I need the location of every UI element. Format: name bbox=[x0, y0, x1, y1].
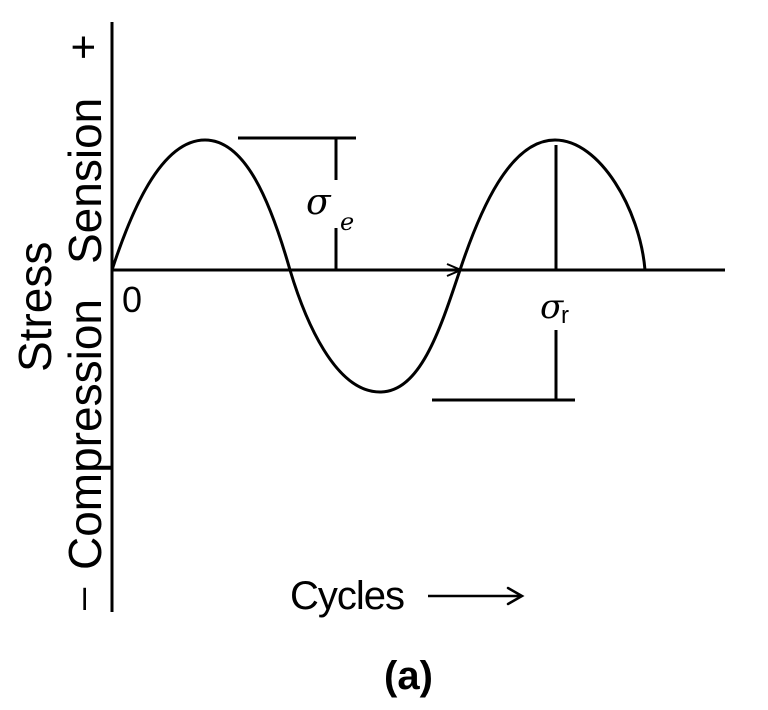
stress-curve bbox=[110, 138, 647, 394]
y-axis-positive-label: Sension bbox=[59, 97, 111, 264]
sigma-r-symbol: σ bbox=[540, 287, 564, 327]
cycles-arrow-head bbox=[506, 586, 525, 606]
sigma-e-subscript: e bbox=[340, 208, 355, 236]
sigma-e-symbol: σ bbox=[306, 182, 331, 223]
y-axis-positive-sign: + bbox=[59, 34, 108, 60]
figure-caption: (a) bbox=[384, 654, 433, 698]
y-axis-negative-sign: – bbox=[60, 587, 104, 610]
y-axis-title: Stress bbox=[9, 241, 61, 372]
y-axis-negative-label: Compression bbox=[59, 299, 111, 570]
x-axis-arrow-mark bbox=[446, 263, 464, 277]
x-axis-title: Cycles bbox=[290, 574, 405, 618]
origin-label: 0 bbox=[122, 279, 143, 320]
sigma-r-subscript: r bbox=[561, 302, 569, 329]
